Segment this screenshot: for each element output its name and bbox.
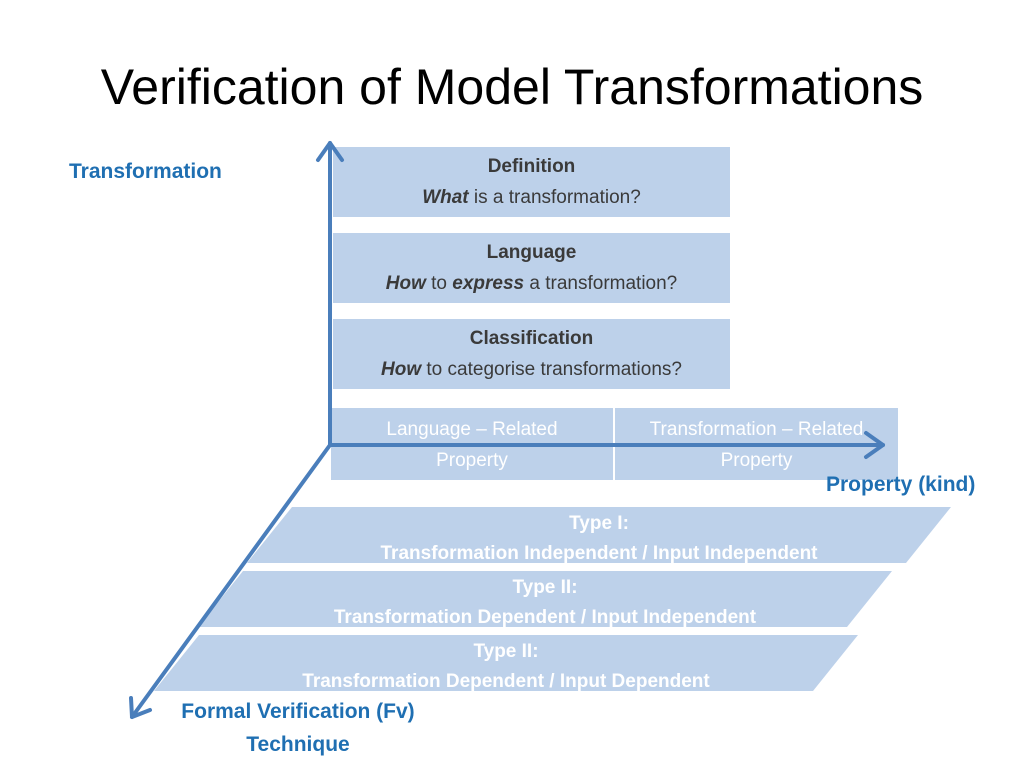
band-3-shape <box>154 635 858 691</box>
band-1-line1: Type I: <box>569 513 629 534</box>
x-axis-label: Property (kind) <box>826 473 976 496</box>
language-question-emphasis-express: express <box>452 273 525 294</box>
type-band-1: Type I: Transformation Independent / Inp… <box>247 507 951 564</box>
band-1-shape <box>247 507 951 563</box>
band-2-line2: Transformation Dependent / Input Indepen… <box>333 607 757 628</box>
definition-question: What is a transformation? <box>333 182 730 213</box>
language-heading: Language <box>486 242 577 263</box>
language-question-emphasis-how: How <box>385 273 426 294</box>
definition-heading: Definition <box>487 156 576 177</box>
band-3-line1: Type II: <box>473 641 539 662</box>
type-band-2: Type II: Transformation Dependent / Inpu… <box>198 571 892 628</box>
classification-heading: Classification <box>469 328 594 349</box>
language-box: Language How to express a transformation… <box>333 233 730 303</box>
band-2-shape <box>198 571 892 627</box>
z-axis-label-line1: Formal Verification (Fv) <box>181 700 415 723</box>
classification-box: Classification How to categorise transfo… <box>333 319 730 389</box>
classification-question-emphasis: How <box>381 359 422 380</box>
diagonal-axis-line <box>130 443 332 719</box>
language-related-line1: Language – Related <box>386 419 558 440</box>
vertical-axis-arrowhead <box>316 141 344 162</box>
type-band-3: Type II: Transformation Dependent / Inpu… <box>154 635 858 692</box>
language-question-mid: to <box>425 273 453 294</box>
transformation-related-line1: Transformation – Related <box>649 419 864 440</box>
y-axis-label: Transformation <box>69 160 222 183</box>
horizontal-axis-arrowhead <box>864 431 885 459</box>
band-3-line2: Transformation Dependent / Input Depende… <box>302 671 710 692</box>
band-2-line1: Type II: <box>512 577 578 598</box>
definition-question-emphasis: What <box>422 187 469 208</box>
transformation-related-line2: Property <box>720 450 793 471</box>
language-question-rest: a transformation? <box>524 273 678 294</box>
slide-title: Verification of Model Transformations <box>100 59 924 115</box>
z-axis-label-line2: Technique <box>246 732 350 756</box>
band-1-line2: Transformation Independent / Input Indep… <box>380 543 818 564</box>
classification-question: How to categorise transformations? <box>333 354 730 385</box>
diagonal-axis-arrowhead <box>129 696 152 719</box>
definition-question-rest: is a transformation? <box>468 187 641 208</box>
z-axis-label: Formal Verification (Fv) Technique <box>160 696 436 761</box>
language-question: How to express a transformation? <box>333 268 730 299</box>
definition-box: Definition What is a transformation? <box>333 147 730 217</box>
language-related-line2: Property <box>436 450 508 471</box>
classification-question-rest: to categorise transformations? <box>421 359 682 380</box>
